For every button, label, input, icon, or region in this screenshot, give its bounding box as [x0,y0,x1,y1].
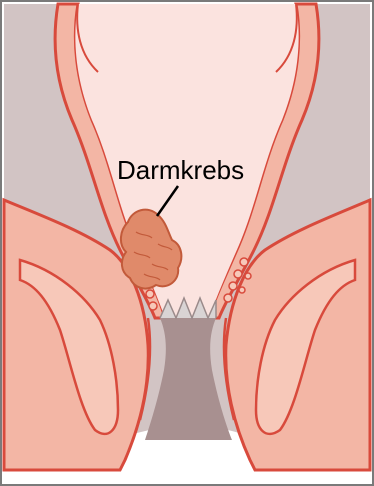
tumor-label: Darmkrebs [117,155,244,185]
